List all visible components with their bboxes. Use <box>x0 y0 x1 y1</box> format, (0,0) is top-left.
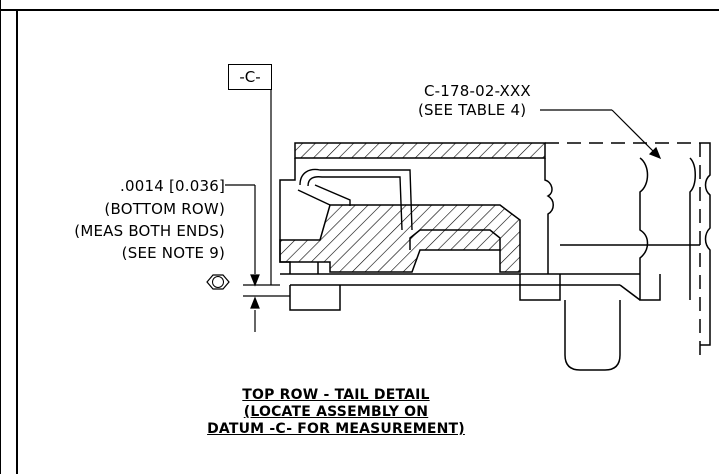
part-number-leader <box>540 109 662 160</box>
caption-line3: DATUM -C- FOR MEASUREMENT) <box>207 421 465 437</box>
tolerance-line3: (MEAS BOTH ENDS) <box>74 222 225 240</box>
caption-line1: TOP ROW - TAIL DETAIL <box>242 387 430 403</box>
connector-housing <box>279 142 711 371</box>
datum-symbol-letter: C <box>213 274 220 290</box>
tolerance-line2: (BOTTOM ROW) <box>104 200 225 218</box>
tolerance-line4: (SEE NOTE 9) <box>121 244 225 262</box>
contact-spring <box>297 168 413 231</box>
part-number-line1: C-178-02-XXX <box>424 82 531 100</box>
datum-c-box: -C- <box>228 64 272 90</box>
part-number-line2: (SEE TABLE 4) <box>418 101 527 119</box>
datum-label: -C- <box>239 68 261 86</box>
tolerance-inch: .0014 <box>120 177 164 195</box>
tolerance-dimension <box>225 184 290 332</box>
caption-line2: (LOCATE ASSEMBLY ON <box>243 404 429 420</box>
datum-symbol <box>206 274 230 290</box>
tolerance-value: .0014 [0.036] <box>120 177 225 196</box>
tolerance-metric: [0.036] <box>168 177 225 195</box>
